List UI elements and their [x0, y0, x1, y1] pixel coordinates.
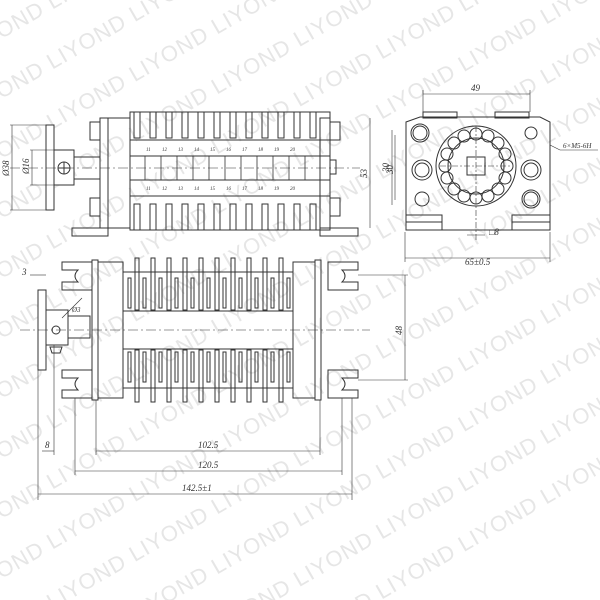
contact-number: 20	[290, 187, 296, 192]
dim-pin-diameter: Ø3	[71, 306, 81, 314]
contact-number: 19	[274, 148, 280, 153]
contacts-bottom	[127, 349, 291, 403]
contact-number: 18	[258, 148, 264, 153]
dim-mount-height: 48	[394, 326, 404, 336]
contact-number: 19	[274, 187, 280, 192]
dim-inner-length: 102.5	[198, 440, 219, 450]
contact-number: 16	[226, 148, 232, 153]
contact-number: 14	[194, 148, 200, 153]
contact-number: 20	[290, 148, 296, 153]
side-view: 3 Ø3 48 8 102.5 120.5 142.5±1	[20, 257, 408, 500]
fins-top	[133, 111, 317, 139]
end-view: 49 30 6×M5-6H □8 65±0.5	[385, 83, 598, 267]
contact-number: 12	[162, 148, 168, 153]
dim-top-width: 49	[471, 83, 481, 93]
front-view: 11 12 13 14 15 16 17 18 19 20 11 12 13 1…	[1, 111, 393, 237]
contact-number: 17	[242, 187, 248, 192]
contacts-top	[127, 257, 291, 311]
contact-number: 13	[178, 187, 184, 192]
dim-overall-height: 53	[359, 169, 369, 179]
contact-number: 17	[242, 148, 248, 153]
contact-number: 15	[210, 148, 216, 153]
dim-hole-spacing: 30	[385, 165, 395, 176]
dim-flange-diameter: Ø38	[1, 160, 11, 177]
dim-body-length: 120.5	[198, 460, 219, 470]
dim-base-width: 65±0.5	[465, 257, 491, 267]
contact-number: 12	[162, 187, 168, 192]
dim-mount-spacing: 30	[381, 163, 391, 174]
contact-number: 11	[146, 187, 151, 192]
fins-bottom	[133, 203, 317, 231]
contact-number: 13	[178, 148, 184, 153]
contact-number: 14	[194, 187, 200, 192]
contact-number: 11	[146, 148, 151, 153]
contact-number: 16	[226, 187, 232, 192]
dim-thread-note: 6×M5-6H	[563, 142, 592, 150]
dim-flange-offset: 3	[21, 267, 27, 277]
dim-overall-length: 142.5±1	[182, 483, 212, 493]
contact-number: 15	[210, 187, 216, 192]
dim-offset-left: 8	[45, 440, 50, 450]
contact-number: 18	[258, 187, 264, 192]
dim-square-shaft: □8	[489, 227, 499, 237]
dim-shaft-diameter: Ø16	[21, 158, 31, 175]
